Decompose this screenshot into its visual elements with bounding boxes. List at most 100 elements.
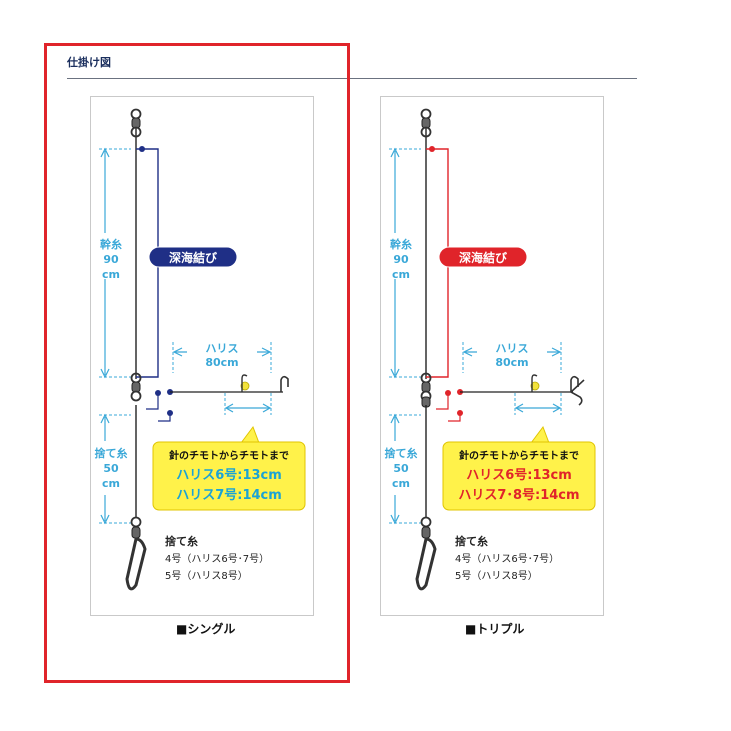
measure-arrow-left — [462, 347, 473, 357]
measure-arrow-right — [552, 403, 562, 413]
swivel-icon — [130, 372, 142, 402]
knot-badge-bg — [148, 246, 238, 268]
callout-line-2-name: ハリス7･8号 — [458, 488, 535, 503]
hook-icon — [241, 374, 248, 392]
knot-badge-label: 深海結び — [459, 250, 508, 265]
knot-badge-bg — [438, 246, 528, 268]
sute-line-label: 50 — [103, 462, 119, 475]
callout-line-1-value: :13cm — [237, 468, 282, 483]
harisu-label: ハリス — [496, 342, 529, 355]
callout-title: 針のチモトからチモトまで — [459, 449, 579, 462]
knot-wrap — [436, 393, 449, 410]
swivel-barrel — [421, 117, 431, 129]
rig-diagram: 幹糸90cm捨て糸50cm深海結びハリス80cm針のチモトからチモトまでハリス6… — [95, 108, 306, 591]
measure-arrow-up — [390, 413, 400, 424]
measure-arrow-down — [390, 368, 400, 379]
title-divider — [67, 78, 637, 79]
sute-line-label: 捨て糸 — [95, 446, 128, 460]
knot-dot — [429, 146, 435, 152]
hook-spacing-measure — [514, 393, 562, 415]
knot-wrap — [146, 393, 159, 410]
measure-arrow-left — [172, 347, 183, 357]
measure-arrow-right — [262, 403, 272, 413]
callout-title: 針のチモトからチモトまで — [169, 449, 289, 462]
knot-wrap — [158, 413, 171, 422]
main-line-label: 幹糸 — [390, 237, 412, 251]
note-line: 4号（ハリス6号･7号） — [455, 553, 559, 565]
harisu-length: 80cm — [495, 356, 528, 369]
measure-arrow-down — [100, 368, 110, 379]
swivel-ring-bottom — [130, 390, 142, 402]
callout-line-1-name: ハリス6号 — [466, 468, 527, 483]
main-line-label: cm — [102, 268, 120, 281]
harisu-label: ハリス — [206, 342, 239, 355]
callout-line-1-value: :13cm — [527, 468, 572, 483]
knot-badge-label: 深海結び — [169, 250, 218, 265]
swivel-icon — [420, 108, 432, 138]
knot-badge: 深海結び — [148, 246, 238, 268]
measure-arrow-up — [390, 147, 400, 158]
bead — [530, 381, 540, 391]
caption-triple: ■トリプル — [465, 622, 525, 636]
measure-arrow-up — [100, 147, 110, 158]
callout-bg — [152, 441, 306, 511]
note-line: 5号（ハリス8号） — [455, 570, 538, 582]
knot-dot — [139, 146, 145, 152]
callout-pointer — [530, 425, 550, 444]
rig-diagram: 幹糸90cm捨て糸50cm深海結びハリス80cm針のチモトからチモトまでハリス6… — [385, 108, 596, 591]
snap-ring — [420, 516, 432, 528]
callout-line-1: ハリス6号:13cm — [176, 468, 282, 483]
sute-line-measure: 捨て糸 50 cm — [385, 413, 421, 525]
measure-arrow-right — [551, 347, 562, 357]
main-line-measure: 幹糸 90 cm — [389, 147, 421, 379]
note-title: 捨て糸 — [165, 534, 198, 548]
caption-single: ■シングル — [176, 622, 236, 636]
callout-line-2-value: :14cm — [237, 488, 282, 503]
callout-line-2-name: ハリス7号 — [176, 488, 237, 503]
sute-line-measure: 捨て糸 50 cm — [95, 413, 131, 525]
swivel-barrel — [421, 381, 431, 393]
selection-highlight-frame — [44, 43, 350, 683]
main-line-label: cm — [392, 268, 410, 281]
hook-spacing-measure — [224, 393, 272, 415]
callout-line-2-value: :14cm — [535, 488, 580, 503]
measure-arrow-down — [390, 514, 400, 525]
callout-line-1: ハリス6号:13cm — [466, 468, 572, 483]
snap-icon — [125, 516, 147, 591]
hook-icon — [570, 391, 583, 406]
swivel-icon — [130, 108, 142, 138]
snap-barrel — [421, 526, 431, 539]
main-line-label: 90 — [393, 253, 409, 266]
hook-icon — [570, 375, 579, 392]
note-line: 4号（ハリス6号･7号） — [165, 553, 269, 565]
harisu-length: 80cm — [205, 356, 238, 369]
callout-line-2: ハリス7号:14cm — [176, 488, 282, 503]
label-backdrop — [477, 341, 547, 369]
snap-icon — [415, 516, 437, 591]
callout-line-1-name: ハリス6号 — [176, 468, 237, 483]
main-line-label: 90 — [103, 253, 119, 266]
knot-badge: 深海結び — [438, 246, 528, 268]
measure-arrow-down — [100, 514, 110, 525]
sute-line-label: cm — [102, 477, 120, 490]
sute-line-label: cm — [392, 477, 410, 490]
swivel-ring-bottom — [420, 126, 432, 138]
sute-line-label: 50 — [393, 462, 409, 475]
callout-bg — [442, 441, 596, 511]
swivel-ring-top — [420, 108, 432, 120]
hook-icon — [531, 374, 538, 392]
snap-clip — [125, 537, 147, 591]
label-backdrop — [187, 341, 257, 369]
hook-icon — [570, 379, 585, 393]
sute-line-label: 捨て糸 — [385, 446, 418, 460]
bead — [240, 381, 250, 391]
